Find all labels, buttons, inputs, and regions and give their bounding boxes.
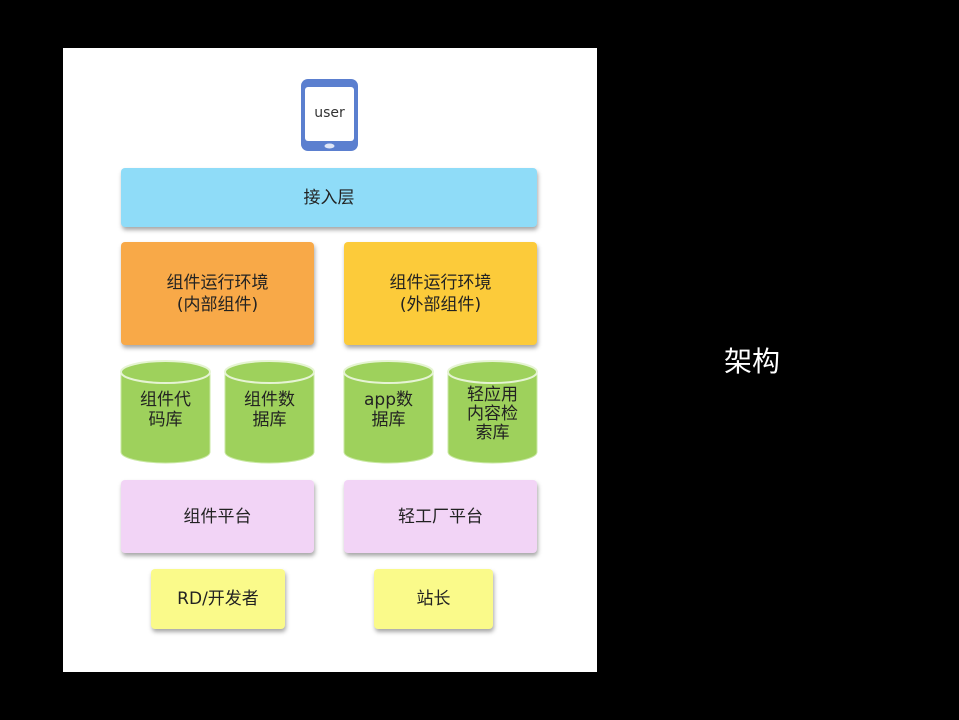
- tablet-icon: [301, 79, 358, 151]
- database-component-code: 组件代 码库: [120, 360, 211, 465]
- runtime-internal: 组件运行环境 (内部组件): [121, 242, 314, 345]
- database-app-data: app数 据库: [343, 360, 434, 465]
- component-platform: 组件平台: [121, 480, 314, 553]
- database-light-app-search: 轻应用 内容检 索库: [447, 360, 538, 465]
- slide-title: 架构: [724, 345, 781, 378]
- runtime-external: 组件运行环境 (外部组件): [344, 242, 537, 345]
- user-device: user: [299, 77, 360, 153]
- light-factory-platform: 轻工厂平台: [344, 480, 537, 553]
- webmaster-actor: 站长: [374, 569, 493, 629]
- developer-actor: RD/开发者: [151, 569, 285, 629]
- user-label: user: [314, 105, 345, 121]
- access-layer: 接入层: [121, 168, 537, 227]
- database-component-data: 组件数 据库: [224, 360, 315, 465]
- diagram-panel: [63, 48, 597, 672]
